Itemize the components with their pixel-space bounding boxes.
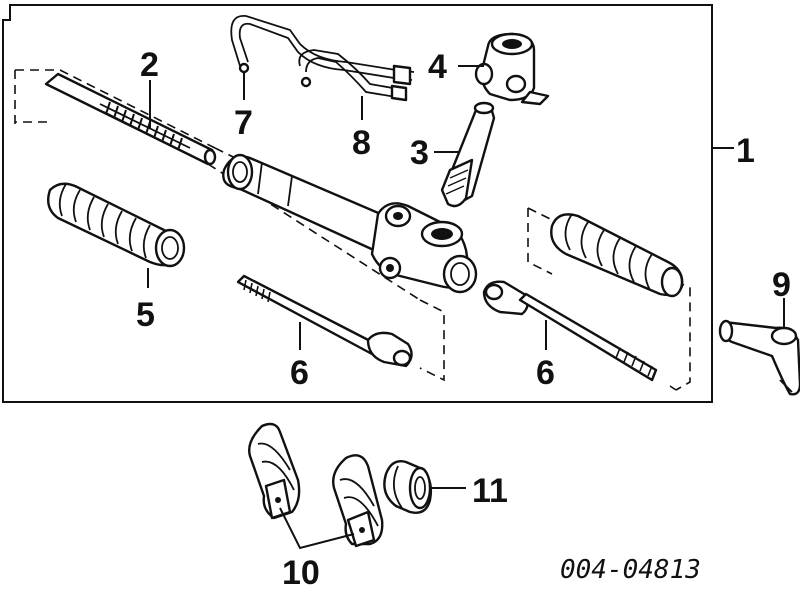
callout-9: 9 <box>772 266 791 304</box>
callout-11: 11 <box>472 472 508 510</box>
callout-6-left: 6 <box>290 354 309 392</box>
callout-6-right: 6 <box>536 354 555 392</box>
callout-7: 7 <box>234 104 253 142</box>
left-inner-tie-rod-part <box>236 274 445 382</box>
callout-8: 8 <box>352 124 371 162</box>
catalog-number: 004-04813 <box>560 555 701 585</box>
valve-body-part <box>474 32 550 106</box>
callout-5: 5 <box>136 296 155 334</box>
callout-4: 4 <box>428 48 447 86</box>
callout-3: 3 <box>410 134 429 172</box>
callout-2: 2 <box>140 46 159 84</box>
callout-labels: 1 2 3 4 5 6 6 7 8 9 10 11 004-04813 <box>136 46 791 590</box>
leader-lines <box>147 65 785 550</box>
pinion-part <box>440 101 496 208</box>
mounting-clamps-part <box>248 422 384 548</box>
rack-housing-part <box>207 147 478 301</box>
tie-rod-end-part <box>718 319 800 396</box>
right-inner-tie-rod-part <box>482 280 658 382</box>
right-boot-part <box>527 207 691 391</box>
callout-1: 1 <box>736 132 755 170</box>
bushing-part <box>383 460 433 514</box>
rack-shaft-part <box>14 69 217 166</box>
pressure-lines-part <box>230 15 415 102</box>
callout-10: 10 <box>282 554 320 590</box>
assembly-frame <box>2 4 713 403</box>
left-boot-part <box>14 122 186 268</box>
